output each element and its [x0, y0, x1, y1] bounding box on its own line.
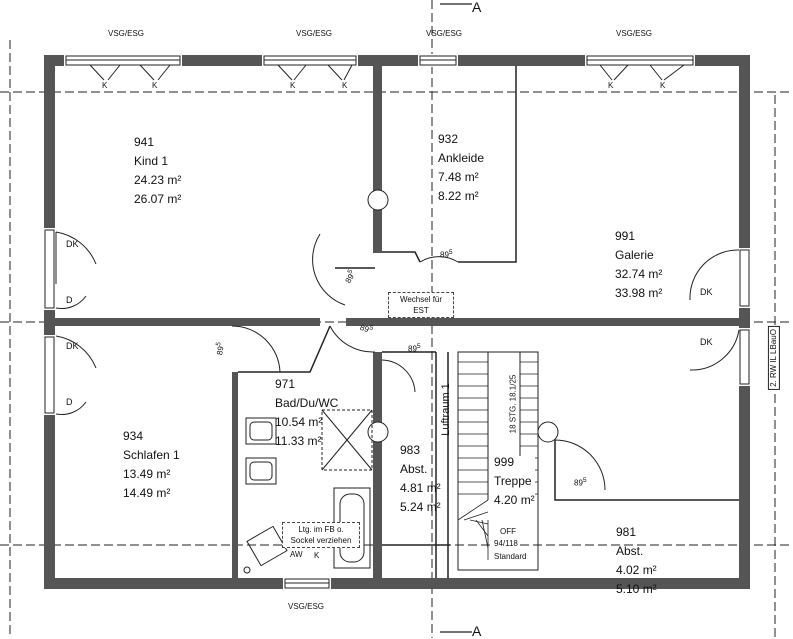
stair-step — [469, 519, 489, 525]
room-number: 941 — [134, 135, 155, 149]
room-number: 971 — [275, 377, 296, 391]
ltg-line: Sockel verziehen — [290, 536, 352, 545]
room-area: 24.23 m² — [134, 173, 182, 187]
door-label-dk: DK — [66, 239, 79, 249]
room-abst983: 983 Abst. 4.81 m² 5.24 m² — [400, 444, 441, 520]
room-area: 13.49 m² — [123, 467, 171, 481]
section-mark-top: A — [472, 0, 482, 15]
room-name: Abst. — [400, 462, 428, 476]
room-area: 33.98 m² — [615, 286, 663, 300]
wechsel-note: Wechsel für EST — [388, 292, 454, 318]
k-mark: K — [608, 81, 614, 90]
stair-step — [481, 519, 489, 549]
room-name: Schlafen 1 — [123, 448, 180, 462]
door-label-d: D — [66, 397, 73, 407]
room-number: 983 — [400, 443, 421, 457]
k-mark: K — [290, 81, 296, 90]
k-mark: K — [102, 81, 108, 90]
room-area: 7.48 m² — [438, 170, 479, 184]
stair-off: OFF — [500, 527, 516, 536]
room-name: Treppe — [494, 474, 532, 488]
k-mark: K — [152, 81, 158, 90]
door-width: 895 — [440, 249, 453, 260]
room-area: 32.74 m² — [615, 267, 663, 281]
door-width: 895 — [574, 477, 587, 488]
stair-label: 18 STG. 18.1/25 — [508, 374, 518, 434]
room-name: Bad/Du/WC — [275, 396, 339, 410]
room-name: Galerie — [615, 248, 654, 262]
k-mark: K — [314, 551, 320, 560]
outer-walls — [44, 55, 750, 589]
room-area: 4.20 m² — [494, 493, 535, 507]
rw-line: 2. RW IL — [768, 356, 778, 387]
luftraum-label: Luftraum 1 — [439, 383, 452, 436]
room-area: 5.24 m² — [400, 500, 441, 514]
door-label-dk: DK — [700, 337, 713, 347]
room-name: Abst. — [616, 544, 644, 558]
k-mark: K — [660, 81, 666, 90]
door-swings — [55, 231, 740, 491]
rw-note: 2. RW IL LBauO — [767, 326, 780, 390]
ltg-line: Ltg. im FB o. — [298, 525, 344, 534]
room-number: 999 — [494, 455, 515, 469]
stair-step — [457, 499, 489, 521]
room-area: 26.07 m² — [134, 192, 182, 206]
door-label-dk: DK — [700, 287, 713, 297]
stair-std: Standard — [494, 552, 527, 561]
room-area: 4.02 m² — [616, 563, 657, 577]
door-width: 895 — [408, 343, 421, 354]
stair-dim: 94/118 — [494, 539, 518, 548]
k-mark: K — [342, 81, 348, 90]
room-number: 932 — [438, 132, 459, 146]
room-area: 5.10 m² — [616, 582, 657, 596]
room-number: 934 — [123, 429, 144, 443]
rw-line: LBauO — [768, 329, 778, 354]
wechsel-line: EST — [413, 306, 429, 315]
section-mark-bottom: A — [472, 623, 482, 639]
stair-step — [475, 519, 489, 537]
room-area: 10.54 m² — [275, 415, 323, 429]
window-label: VSG/ESG — [426, 29, 463, 38]
room-treppe: 999 Treppe 4.20 m² — [494, 456, 535, 513]
window-label: VSG/ESG — [296, 29, 333, 38]
interior-walls — [55, 58, 739, 578]
room-number: 991 — [615, 229, 636, 243]
door-label-dk: DK — [66, 341, 79, 351]
room-bad: 971 Bad/Du/WC 10.54 m² 11.33 m² — [275, 378, 338, 454]
window-label: VSG/ESG — [616, 29, 653, 38]
room-schlafen1: 934 Schlafen 1 13.49 m² 14.49 m² — [123, 430, 180, 506]
room-number: 981 — [616, 525, 637, 539]
wechsel-line: Wechsel für — [399, 295, 443, 304]
room-area: 8.22 m² — [438, 189, 479, 203]
window-label: VSG/ESG — [108, 29, 145, 38]
room-name: Ankleide — [438, 151, 485, 165]
room-area: 14.49 m² — [123, 486, 171, 500]
ltg-note: Ltg. im FB o. Sockel verziehen — [282, 522, 360, 548]
stair-step — [463, 511, 489, 521]
aw-label: AW — [290, 550, 303, 559]
room-galerie: 991 Galerie 32.74 m² 33.98 m² — [615, 230, 662, 306]
room-area: 4.81 m² — [400, 481, 441, 495]
room-name: Kind 1 — [134, 154, 169, 168]
room-kind1: 941 Kind 1 24.23 m² 26.07 m² — [134, 136, 181, 212]
room-area: 11.33 m² — [275, 434, 322, 448]
room-ankleide: 932 Ankleide 7.48 m² 8.22 m² — [438, 133, 484, 209]
door-label-d: D — [66, 295, 73, 305]
window-label: VSG/ESG — [288, 602, 325, 611]
room-abst981: 981 Abst. 4.02 m² 5.10 m² — [616, 526, 657, 602]
